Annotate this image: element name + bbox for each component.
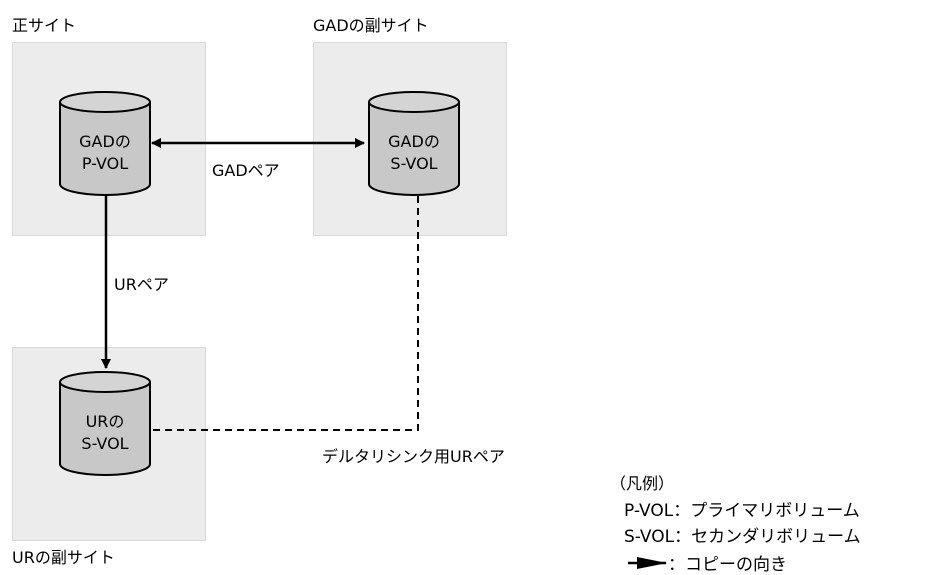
legend-svol-row: S-VOL：セカンダリボリューム xyxy=(624,522,861,547)
ur-svol-cylinder-icon xyxy=(59,371,151,476)
ur-secondary-site-label: URの副サイト xyxy=(12,548,115,567)
delta-resync-line xyxy=(150,196,419,431)
legend-pvol-term: P-VOL xyxy=(624,501,674,521)
gad-svol-line1: GADの xyxy=(388,132,440,151)
ur-svol-line2: S-VOL xyxy=(81,434,129,453)
gad-pvol-cylinder-icon xyxy=(59,91,151,196)
ur-svol-line1: URの xyxy=(85,412,125,431)
ur-svol-label: URの S-VOL xyxy=(60,411,150,455)
gad-svol-cylinder-icon xyxy=(368,91,460,196)
legend-svol-term: S-VOL xyxy=(624,527,675,547)
legend-svol-desc: ：セカンダリボリューム xyxy=(674,527,861,547)
gad-pvol-line2: P-VOL xyxy=(81,154,129,173)
legend-arrow-desc: ：コピーの向き xyxy=(668,555,787,575)
gad-pvol-label: GADの P-VOL xyxy=(60,131,150,175)
gad-svol-label: GADの S-VOL xyxy=(369,131,459,175)
gad-pvol-line1: GADの xyxy=(79,132,131,151)
gad-svol-line2: S-VOL xyxy=(390,154,438,173)
gad-secondary-site-label: GADの副サイト xyxy=(313,16,429,35)
delta-pair-label: デルタリシンク用URペア xyxy=(322,447,505,466)
legend-title: （凡例） xyxy=(610,474,675,493)
ur-pair-label: URペア xyxy=(114,275,169,294)
primary-site-label: 正サイト xyxy=(12,16,77,35)
legend-pvol-desc: ：プライマリボリューム xyxy=(673,501,860,521)
gad-pair-label: GADペア xyxy=(212,161,280,180)
legend-pvol-row: P-VOL：プライマリボリューム xyxy=(624,496,860,521)
